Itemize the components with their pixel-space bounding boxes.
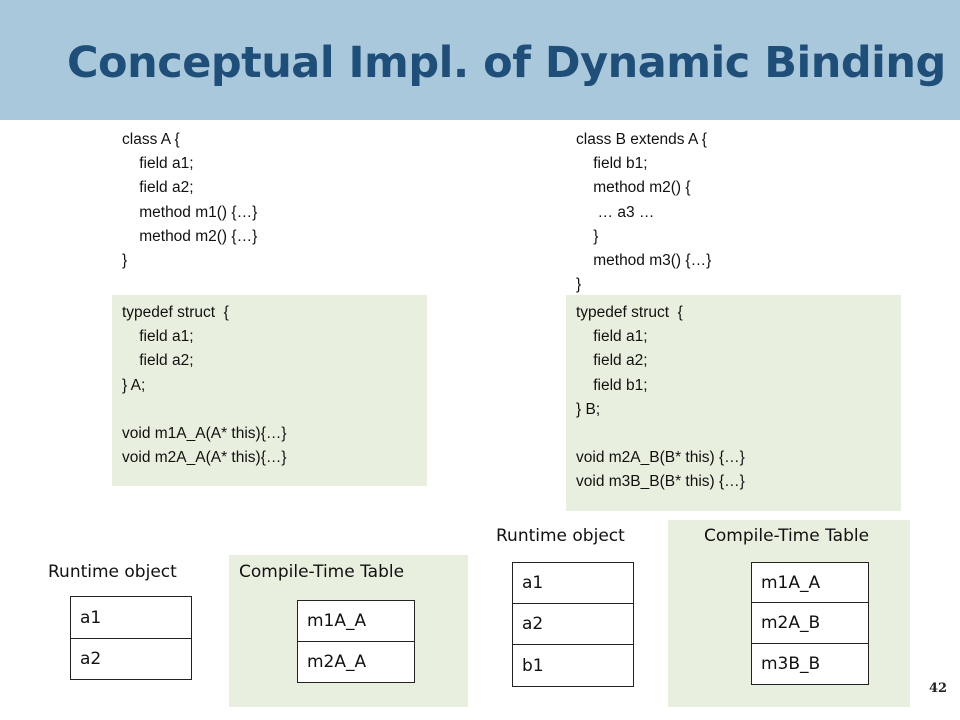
right-table-label: Compile-Time Table (704, 526, 870, 546)
code-line: method m3() {…} (576, 251, 712, 269)
code-line: field a1; (122, 328, 194, 346)
code-line: void m1A_A(A* this){…} (122, 424, 287, 442)
right-table-entry: m3B_B (751, 643, 869, 685)
code-line: } A; (122, 376, 146, 394)
code-line: … a3 … (576, 203, 655, 221)
code-line: void m2A_A(A* this){…} (122, 449, 287, 467)
code-line: field a1; (122, 155, 194, 173)
right-runtime-field: a1 (512, 562, 634, 604)
code-line: } B; (576, 400, 601, 418)
left-runtime-label: Runtime object (48, 562, 177, 582)
right-table-entry: m2A_B (751, 602, 869, 644)
right-runtime-field: b1 (512, 644, 634, 687)
code-line: method m2() { (576, 179, 691, 197)
code-line: void m3B_B(B* this) {…} (576, 473, 745, 491)
slide-title: Conceptual Impl. of Dynamic Binding (67, 38, 946, 88)
left-runtime-field: a1 (70, 596, 192, 639)
code-line: } (122, 251, 128, 269)
code-line: method m1() {…} (122, 203, 258, 221)
code-line (576, 422, 745, 446)
right-runtime-label: Runtime object (496, 526, 625, 546)
code-line (122, 398, 287, 422)
left-runtime-field: a2 (70, 638, 192, 680)
code-line: void m2A_B(B* this) {…} (576, 449, 745, 467)
code-line: field b1; (576, 155, 648, 173)
code-line: class B extends A { (576, 131, 707, 148)
class-b-code: class B extends A { field b1; method m2(… (576, 128, 711, 297)
code-line: } (576, 227, 599, 245)
left-table-entry: m2A_A (297, 641, 415, 683)
code-line: field a1; (576, 328, 648, 346)
left-table-label: Compile-Time Table (239, 562, 405, 582)
code-line: method m2() {…} (122, 227, 258, 245)
code-line: field a2; (122, 352, 194, 370)
code-line: class A { (122, 131, 180, 148)
code-line: typedef struct { (576, 304, 683, 321)
page-number: 42 (929, 681, 948, 696)
code-line: field b1; (576, 376, 648, 394)
right-runtime-field: a2 (512, 603, 634, 645)
struct-b-panel (566, 295, 901, 511)
code-line: } (576, 276, 582, 294)
code-line: field a2; (576, 352, 648, 370)
header-banner: Conceptual Impl. of Dynamic Binding (0, 0, 960, 120)
class-a-code: class A { field a1; field a2; method m1(… (122, 128, 257, 273)
left-table-entry: m1A_A (297, 600, 415, 642)
struct-a-panel (112, 295, 427, 486)
struct-a-code: typedef struct { field a1; field a2; } A… (122, 301, 287, 470)
code-line: typedef struct { (122, 304, 229, 321)
code-line: field a2; (122, 179, 194, 197)
struct-b-code: typedef struct { field a1; field a2; fie… (576, 301, 745, 495)
right-table-entry: m1A_A (751, 562, 869, 603)
